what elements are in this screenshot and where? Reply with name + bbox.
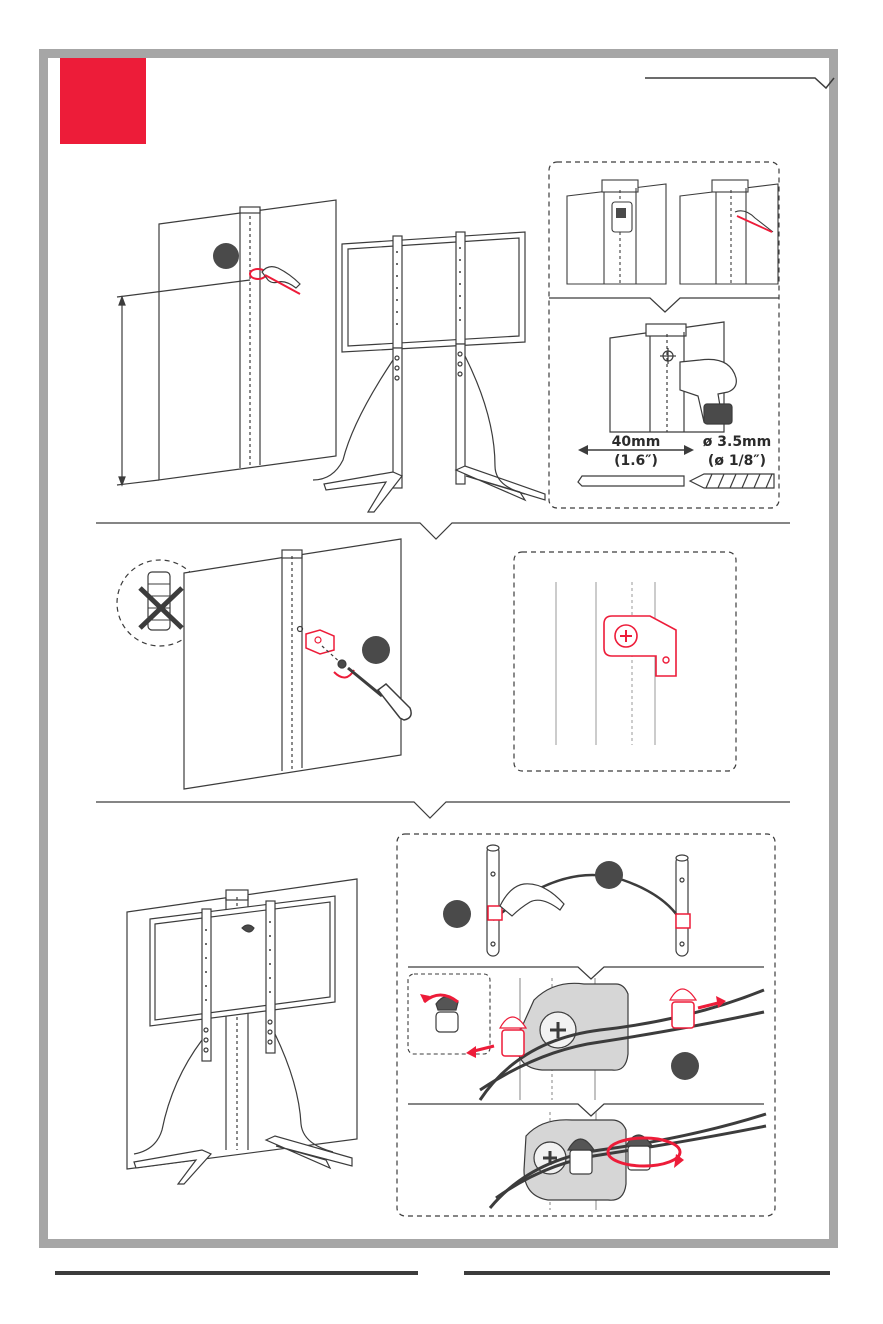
panel-mark-wall bbox=[117, 200, 336, 485]
callout-dot bbox=[213, 243, 239, 269]
tv-mounted-wall bbox=[127, 879, 357, 1184]
wall-with-bracket bbox=[184, 539, 401, 789]
section-divider-1 bbox=[96, 523, 790, 539]
callout-dot bbox=[362, 636, 390, 664]
section-divider-2 bbox=[96, 802, 790, 818]
step-number-badge bbox=[60, 58, 146, 144]
depth-imperial-label: (1.6″) bbox=[614, 453, 658, 469]
tv-on-stand bbox=[313, 232, 545, 512]
callout-dot bbox=[443, 900, 471, 928]
bit-imperial-label: (ø 1/8″) bbox=[708, 453, 766, 469]
detail-box-bracket bbox=[514, 552, 736, 771]
header-rule bbox=[645, 78, 834, 88]
bit-metric-label: ø 3.5mm bbox=[703, 434, 771, 450]
depth-metric-label: 40mm bbox=[612, 434, 661, 450]
callout-dot bbox=[595, 861, 623, 889]
callout-dot bbox=[671, 1052, 699, 1080]
power-drill-icon bbox=[610, 322, 736, 432]
